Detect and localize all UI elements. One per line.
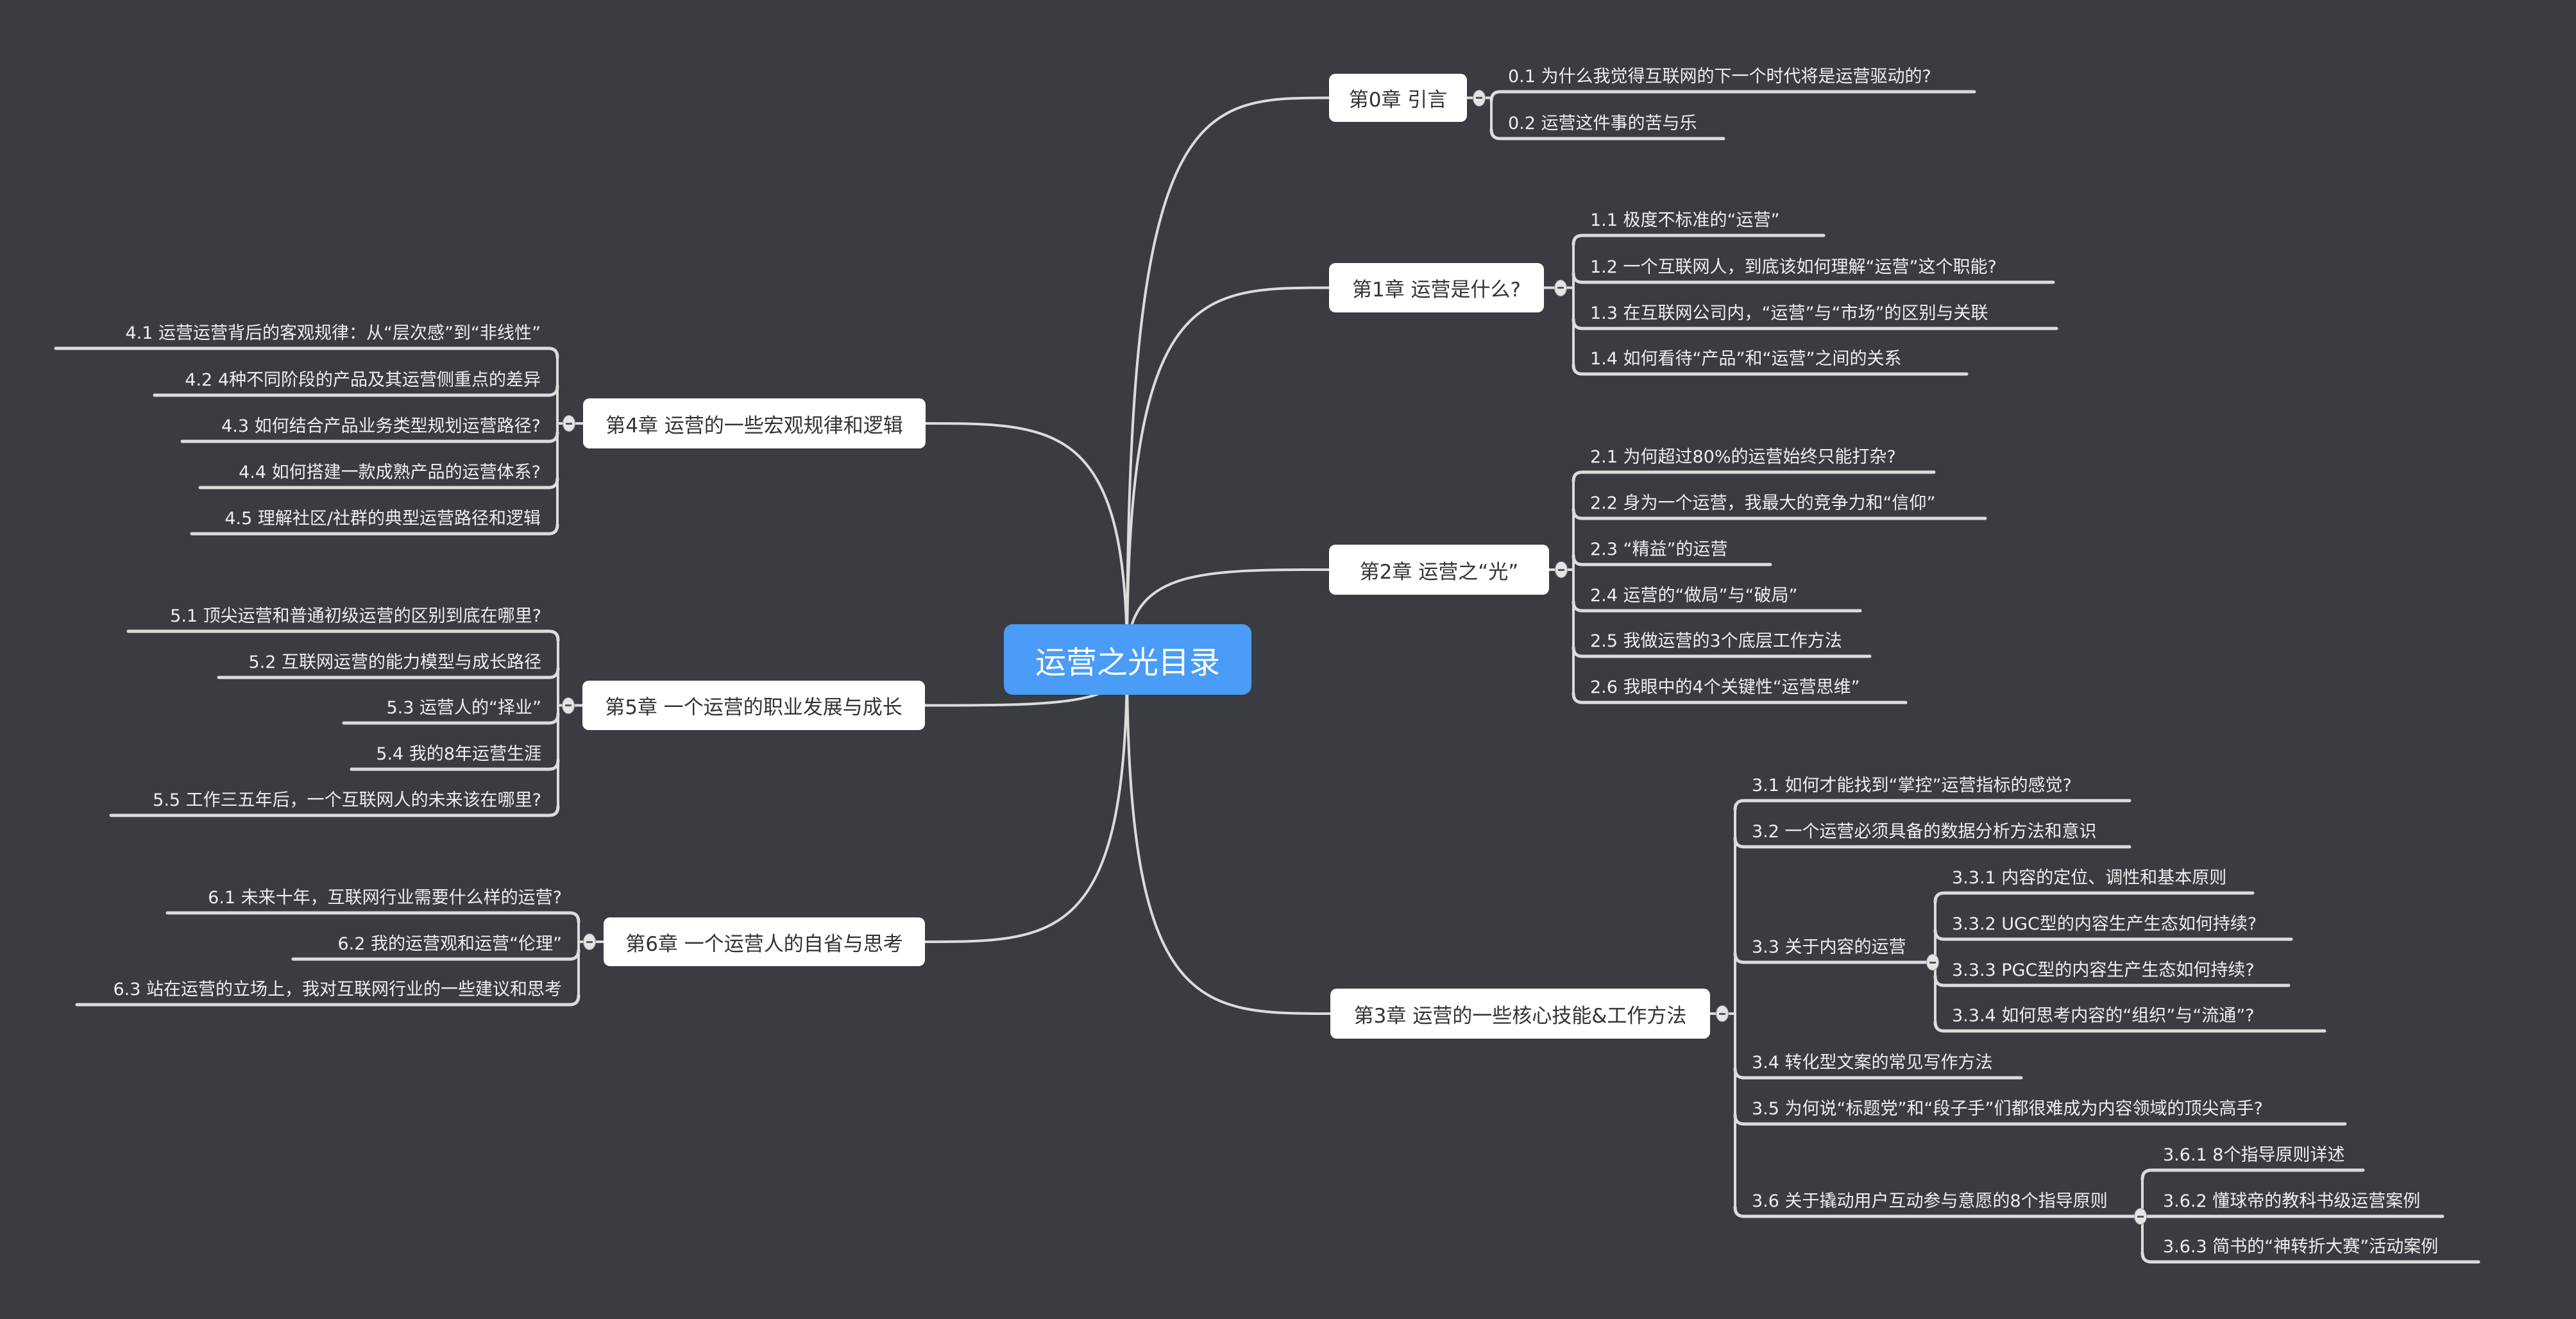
- topic-2-3[interactable]: 2.3 “精益”的运营: [1590, 540, 1728, 559]
- topic-underline: [1572, 318, 2058, 330]
- topic-underline: [1489, 128, 1725, 140]
- topic-underline: [153, 384, 559, 397]
- topic-3-6-sub-1[interactable]: 3.6.1 8个指导原则详述: [2163, 1145, 2345, 1165]
- topic-underline: [1733, 1067, 2023, 1080]
- topic-2-4[interactable]: 2.4 运营的“做局”与“破局”: [1590, 586, 1798, 606]
- topic-underline: [1572, 507, 1987, 520]
- topic-3-3[interactable]: 3.3 关于内容的运营: [1752, 937, 1906, 957]
- topic-5-3[interactable]: 5.3 运营人的“择业”: [386, 698, 542, 718]
- topic-underline: [1572, 271, 2055, 284]
- topic-3-5[interactable]: 3.5 为何说“标题党”和“段子手”们都很难成为内容领域的顶尖高手?: [1752, 1099, 2263, 1119]
- topic-2-1[interactable]: 2.1 为何超过80%的运营始终只能打杂?: [1590, 447, 1896, 467]
- collapse-toggle-icon[interactable]: [1473, 89, 1486, 106]
- topic-underline: [1572, 692, 1908, 704]
- topic-5-4[interactable]: 5.4 我的8年运营生涯: [376, 744, 541, 764]
- topic-underline: [1933, 974, 2291, 987]
- topic-underline: [291, 948, 580, 961]
- topic-underline: [342, 712, 560, 725]
- topic-4-3[interactable]: 4.3 如何结合产品业务类型规划运营路径?: [221, 416, 541, 436]
- chapter-connector: [1126, 96, 1330, 661]
- topic-3-6[interactable]: 3.6 关于撬动用户互动参与意愿的8个指导原则: [1752, 1191, 2108, 1211]
- topic-underline: [198, 477, 559, 489]
- topic-2-6[interactable]: 2.6 我眼中的4个关键性“运营思维”: [1590, 677, 1860, 697]
- topic-underline: [350, 758, 560, 771]
- topic-underline: [1572, 554, 1772, 566]
- topic-underline: [1933, 891, 2255, 904]
- topic-2-2[interactable]: 2.2 身为一个运营，我最大的竞争力和“信仰”: [1590, 493, 1936, 513]
- topic-underline: [75, 994, 580, 1007]
- topic-0-2[interactable]: 0.2 运营这件事的苦与乐: [1508, 114, 1697, 133]
- topic-underline: [190, 523, 559, 536]
- topic-0-1[interactable]: 0.1 为什么我觉得互联网的下一个时代将是运营驱动的?: [1508, 67, 1931, 87]
- collapse-toggle-icon[interactable]: [1716, 1005, 1729, 1022]
- topic-underline: [1933, 928, 2293, 941]
- collapse-toggle-icon[interactable]: [1555, 561, 1568, 578]
- chapter-node-3[interactable]: 第3章 运营的一些核心技能&工作方法: [1330, 989, 1710, 1039]
- topic-underline: [1733, 1113, 2347, 1126]
- topic-underline: [1733, 951, 1928, 964]
- collapse-toggle-icon[interactable]: [2134, 1208, 2147, 1225]
- topic-underline: [2140, 1168, 2365, 1181]
- topic-6-3[interactable]: 6.3 站在运营的立场上，我对互联网行业的一些建议和思考: [113, 980, 562, 1000]
- topic-underline: [1489, 90, 1976, 103]
- topic-3-6-sub-2[interactable]: 3.6.2 懂球帝的教科书级运营案例: [2163, 1191, 2421, 1211]
- topic-underline: [1933, 1020, 2326, 1033]
- chapter-connector: [1126, 286, 1330, 661]
- chapter-node-2[interactable]: 第2章 运营之“光”: [1329, 545, 1549, 595]
- topic-1-2[interactable]: 1.2 一个互联网人，到底该如何理解“运营”这个职能?: [1590, 257, 1997, 277]
- topic-3-3-sub-4[interactable]: 3.3.4 如何思考内容的“组织”与“流通”?: [1952, 1006, 2255, 1026]
- topic-5-1[interactable]: 5.1 顶尖运营和普通初级运营的区别到底在哪里?: [170, 606, 541, 626]
- collapse-toggle-icon[interactable]: [1554, 279, 1567, 296]
- topic-underline: [1733, 1205, 2136, 1218]
- topic-1-1[interactable]: 1.1 极度不标准的“运营”: [1590, 210, 1780, 230]
- topic-5-5[interactable]: 5.5 工作三五年后，一个互联网人的未来该在哪里?: [153, 790, 541, 810]
- collapse-toggle-icon[interactable]: [562, 697, 575, 714]
- chapter-node-4[interactable]: 第4章 运营的一些宏观规律和逻辑: [583, 398, 926, 448]
- topic-3-2[interactable]: 3.2 一个运营必须具备的数据分析方法和意识: [1752, 822, 2097, 842]
- chapter-connector: [924, 422, 1128, 661]
- topic-3-6-sub-3[interactable]: 3.6.3 简书的“神转折大赛”活动案例: [2163, 1237, 2439, 1257]
- topic-4-4[interactable]: 4.4 如何搭建一款成熟产品的运营体系?: [239, 463, 541, 482]
- topic-6-2[interactable]: 6.2 我的运营观和运营“伦理”: [337, 934, 563, 954]
- chapter-node-5[interactable]: 第5章 一个运营的职业发展与成长: [582, 681, 925, 730]
- topic-underline: [1572, 645, 1872, 658]
- topic-underline: [54, 346, 559, 359]
- collapse-toggle-icon[interactable]: [583, 933, 596, 950]
- topic-underline: [1572, 470, 1936, 483]
- topic-2-5[interactable]: 2.5 我做运营的3个底层工作方法: [1590, 631, 1842, 651]
- chapter-connector: [924, 658, 1128, 943]
- topic-5-2[interactable]: 5.2 互联网运营的能力模型与成长路径: [248, 652, 541, 672]
- chapter-node-1[interactable]: 第1章 运营是什么?: [1329, 263, 1544, 312]
- topic-underline: [109, 804, 560, 817]
- topic-underline: [1733, 836, 2131, 849]
- topic-6-1[interactable]: 6.1 未来十年，互联网行业需要什么样的运营?: [208, 888, 562, 908]
- topic-4-2[interactable]: 4.2 4种不同阶段的产品及其运营侧重点的差异: [185, 370, 541, 390]
- topic-1-4[interactable]: 1.4 如何看待“产品”和“运营”之间的关系: [1590, 349, 1902, 369]
- topic-3-3-sub-1[interactable]: 3.3.1 内容的定位、调性和基本原则: [1952, 868, 2227, 888]
- topic-underline: [180, 430, 559, 443]
- chapter-node-0[interactable]: 第0章 引言: [1329, 74, 1467, 122]
- topic-3-1[interactable]: 3.1 如何才能找到“掌控”运营指标的感觉?: [1752, 776, 2072, 796]
- chapter-node-6[interactable]: 第6章 一个运营人的自省与思考: [604, 917, 925, 966]
- chapter-connector: [1126, 658, 1332, 1015]
- topic-underline: [217, 667, 560, 679]
- topic-3-3-sub-2[interactable]: 3.3.2 UGC型的内容生产生态如何持续?: [1952, 914, 2257, 934]
- topic-underline: [165, 911, 580, 924]
- topic-4-5[interactable]: 4.5 理解社区/社群的典型运营路径和逻辑: [225, 509, 541, 529]
- topic-underline: [1572, 363, 1969, 376]
- topic-1-3[interactable]: 1.3 在互联网公司内，“运营”与“市场”的区别与关联: [1590, 303, 1988, 323]
- topic-underline: [1572, 234, 1826, 246]
- topic-3-4[interactable]: 3.4 转化型文案的常见写作方法: [1752, 1053, 1993, 1073]
- topic-3-3-sub-3[interactable]: 3.3.3 PGC型的内容生产生态如何持续?: [1952, 960, 2255, 980]
- topic-underline: [1572, 600, 1862, 613]
- topic-4-1[interactable]: 4.1 运营运营背后的客观规律：从“层次感”到“非线性”: [125, 323, 541, 343]
- collapse-toggle-icon[interactable]: [1926, 954, 1939, 971]
- topic-underline: [1733, 799, 2131, 812]
- topic-underline: [2140, 1251, 2480, 1264]
- topic-underline: [126, 629, 560, 642]
- central-topic[interactable]: 运营之光目录: [1004, 624, 1251, 695]
- collapse-toggle-icon[interactable]: [563, 415, 575, 432]
